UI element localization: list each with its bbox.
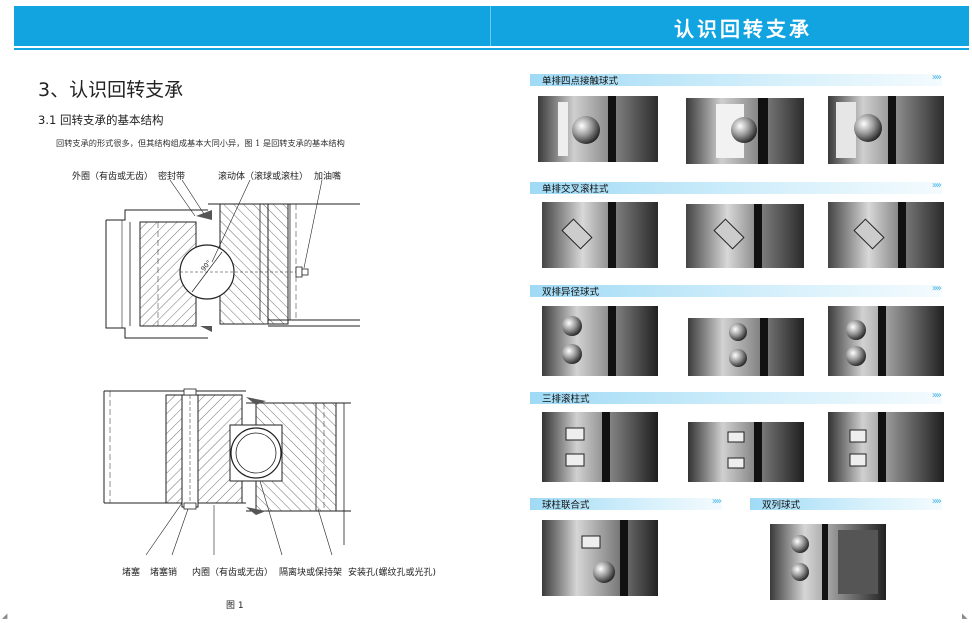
subsection-title: 3.1 回转支承的基本结构 (38, 113, 164, 127)
label-outer-ring: 外圈（有齿或无齿） (72, 172, 154, 182)
label-spacer: 隔离块或保持架 (279, 568, 343, 578)
label-plug: 堵塞 (122, 568, 141, 578)
body-paragraph: 回转支承的形式很多，但其结构组成基本大同小异，图 1 是回转支承的基本结构 (56, 138, 345, 148)
label-grease-nipple: 加油嘴 (314, 172, 342, 182)
section-label: 单排四点接触球式 (542, 76, 619, 87)
photos-row-combined (542, 520, 886, 600)
section-bar-3: 三排滚柱式 »» (530, 390, 942, 405)
section-label: 双列球式 (762, 500, 801, 511)
arrows-icon: »» (931, 180, 942, 191)
header-divider (490, 6, 491, 46)
photos-row-three-row-roller (542, 412, 944, 482)
header-bar (14, 6, 969, 46)
arrows-icon: »» (931, 72, 942, 83)
header-underline (14, 48, 969, 50)
label-inner-ring: 内圈（有齿或无齿） (192, 568, 274, 578)
arrows-icon: »» (931, 496, 942, 507)
photos-row-double-row-ball (542, 306, 944, 376)
photos-row-cross-roller (542, 202, 944, 268)
section-bar-1: 单排交叉滚柱式 »» (530, 180, 942, 195)
diagram-bottom-cross-section (103, 388, 351, 556)
section-label: 三排滚柱式 (542, 394, 590, 405)
corner-mark-left-icon: ◢ (2, 612, 8, 620)
corner-mark-right-icon: ◣ (962, 612, 968, 620)
section-label: 单排交叉滚柱式 (542, 184, 609, 195)
photos-row-four-point (538, 96, 944, 164)
label-seal: 密封带 (158, 172, 186, 182)
arrows-icon: »» (931, 390, 942, 401)
header-title: 认识回转支承 (674, 17, 812, 41)
label-plug-pin: 堵塞销 (150, 568, 178, 578)
label-mount-hole: 安装孔(螺纹孔或光孔) (348, 568, 437, 578)
section-label: 双排异径球式 (542, 287, 600, 298)
label-rolling-element: 滚动体（滚球或滚柱） (218, 172, 309, 182)
section-bar-2: 双排异径球式 »» (530, 283, 942, 298)
arrows-icon: »» (711, 496, 722, 507)
figure-caption: 图 1 (226, 601, 244, 611)
section-bar-5: 双列球式 »» (750, 496, 942, 511)
diagram-top-cross-section: 90° (105, 180, 360, 339)
arrows-icon: »» (931, 283, 942, 294)
section-label: 球柱联合式 (542, 500, 590, 511)
section-title: 3、认识回转支承 (38, 79, 184, 101)
section-bar-0: 单排四点接触球式 »» (530, 72, 942, 87)
section-bar-4: 球柱联合式 »» (530, 496, 722, 511)
